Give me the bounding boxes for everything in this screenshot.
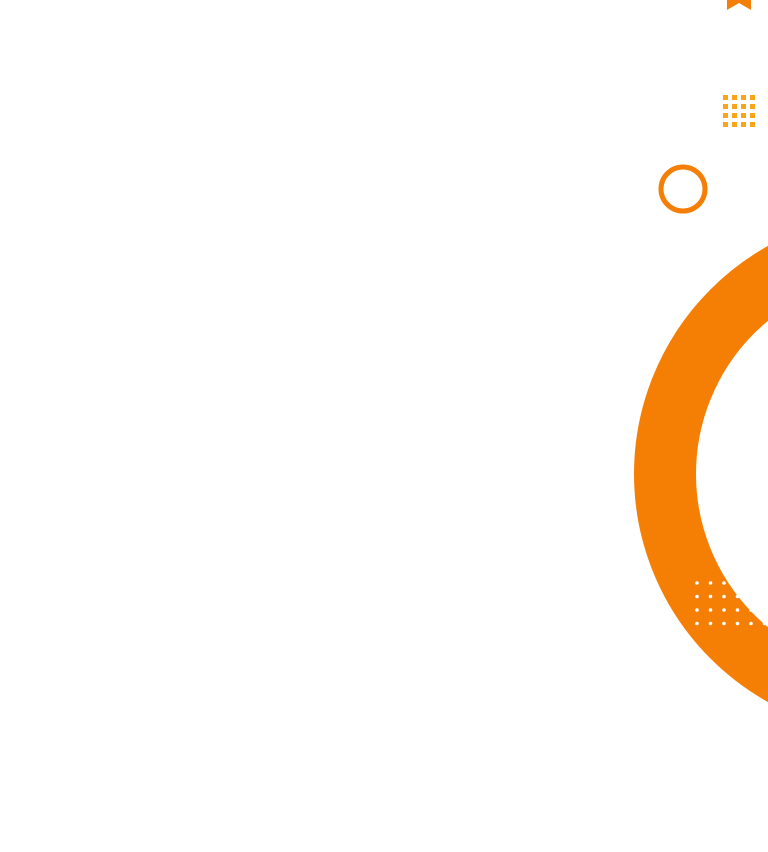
pattern-dot — [762, 608, 767, 612]
grid-dot — [723, 95, 728, 100]
grid-dot — [732, 95, 737, 100]
pattern-dot — [708, 621, 713, 626]
pattern-dot — [749, 621, 753, 626]
grid-dot — [750, 122, 755, 127]
pattern-dot — [735, 621, 740, 626]
grid-dot — [732, 104, 737, 109]
grid-dot — [732, 113, 737, 118]
grid-dot — [732, 122, 737, 127]
pattern-dot — [762, 581, 767, 585]
grid-dot — [723, 104, 728, 109]
grid-dot — [741, 122, 746, 127]
grid-dot — [750, 104, 755, 109]
pattern-dot — [695, 608, 699, 612]
pattern-dot — [722, 581, 726, 585]
pattern-dot — [762, 621, 767, 626]
pattern-dot — [708, 594, 713, 599]
pattern-dot — [722, 621, 726, 626]
grid-dot — [723, 113, 728, 118]
grid-dot — [741, 95, 746, 100]
white-dot-pattern-icon — [695, 581, 767, 626]
pattern-dot — [722, 608, 726, 612]
pattern-dot — [735, 608, 740, 612]
grid-dot — [750, 113, 755, 118]
pattern-dot — [735, 581, 740, 585]
pattern-dot — [749, 594, 753, 599]
pattern-dot — [749, 581, 753, 585]
pattern-dot — [722, 594, 726, 599]
pattern-dot — [735, 594, 740, 599]
dot-grid-icon — [723, 95, 755, 127]
ring-outline-icon — [658, 164, 708, 214]
pattern-dot — [762, 594, 767, 599]
grid-dot — [750, 95, 755, 100]
pattern-dot — [708, 581, 713, 585]
pattern-dot — [749, 608, 753, 612]
grid-dot — [741, 104, 746, 109]
pattern-dot — [708, 608, 713, 612]
pattern-dot — [695, 581, 699, 585]
chevron-shape-icon — [727, 0, 751, 10]
large-ring-arc-icon — [634, 246, 768, 702]
pattern-dot — [695, 594, 699, 599]
pattern-dot — [695, 621, 699, 626]
grid-dot — [741, 113, 746, 118]
grid-dot — [723, 122, 728, 127]
